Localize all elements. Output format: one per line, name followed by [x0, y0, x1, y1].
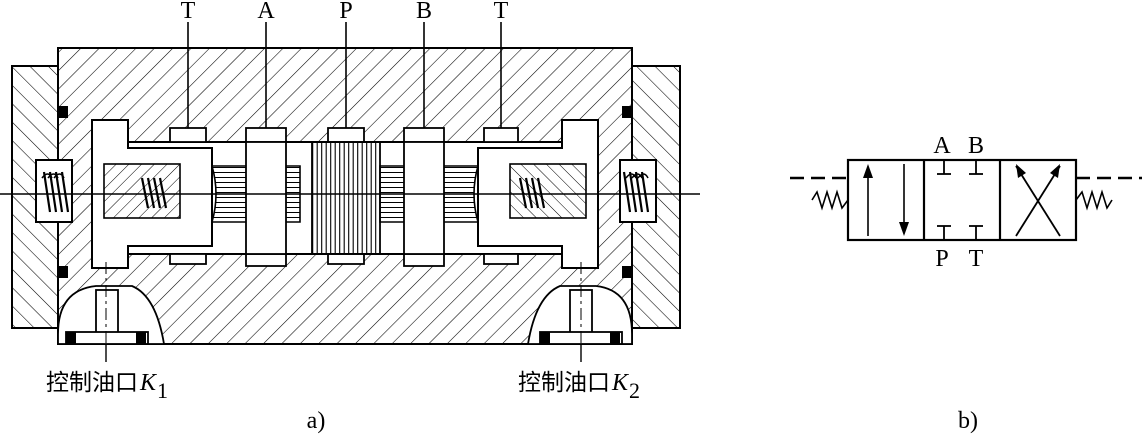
symbol-label-b: B: [968, 133, 984, 159]
caption-a: a): [307, 408, 326, 434]
spring-left-inner: [140, 177, 168, 209]
control-port-k1-label: 控制油口 K 1: [46, 370, 168, 403]
control-port-k2-text: 控制油口: [518, 370, 610, 396]
main-spool: [210, 141, 480, 255]
spring-right-inner: [518, 177, 546, 209]
symbol-label-p: P: [935, 246, 948, 272]
symbol-label-t: T: [969, 246, 984, 272]
symbol-label-a: A: [933, 133, 951, 159]
symbol-center-position: [937, 160, 983, 240]
caption-b: b): [958, 408, 978, 434]
port-label-t-right: T: [494, 0, 509, 24]
control-port-k2: [526, 285, 633, 345]
symbol-spring-right: [1075, 189, 1113, 211]
symbol-left-position: [863, 164, 909, 236]
symbol-envelope: [846, 158, 1078, 242]
symbol-right-position: [1015, 164, 1061, 237]
port-label-p: P: [339, 0, 352, 24]
control-port-k2-subscript: 2: [629, 378, 640, 403]
spring-right-outer: [622, 171, 650, 213]
control-port-k1: [57, 285, 166, 345]
control-port-k1-text: 控制油口: [46, 370, 138, 396]
port-label-b: B: [416, 0, 432, 24]
valve-section-view: T A P B T 控制油口 K 1 控制油口 K 2 a): [0, 0, 700, 434]
control-port-k2-symbol: K: [611, 370, 630, 396]
spring-left-outer: [41, 171, 70, 213]
control-port-k1-symbol: K: [139, 370, 158, 396]
center-line: [0, 193, 700, 352]
port-label-t-left: T: [181, 0, 196, 24]
symbol-spring-left: [811, 189, 849, 211]
control-port-k2-label: 控制油口 K 2: [518, 370, 640, 403]
corner-seals: [58, 106, 632, 278]
port-label-a: A: [257, 0, 275, 24]
valve-graphic-symbol: A B P T b): [790, 133, 1142, 434]
control-port-k1-subscript: 1: [157, 378, 168, 403]
port-leader-lines: [105, 22, 582, 362]
